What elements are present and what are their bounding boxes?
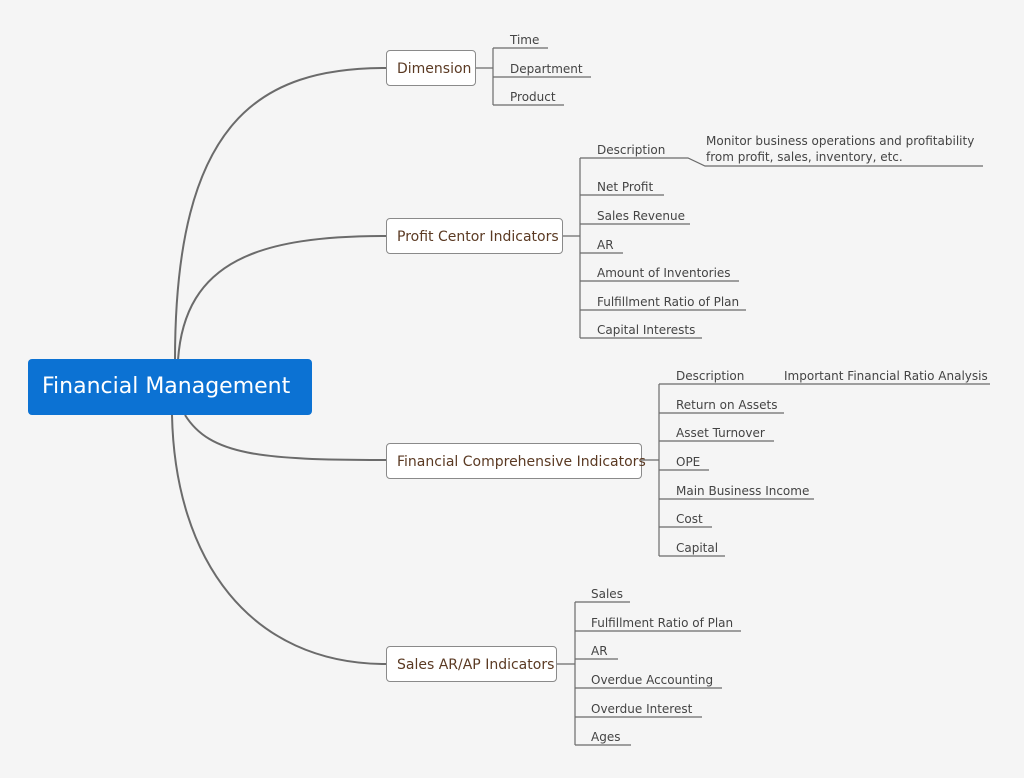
- leaf-cost-label: Cost: [676, 512, 703, 526]
- leaf-profit-ar[interactable]: AR: [597, 237, 614, 253]
- leaf-time-label: Time: [510, 33, 540, 47]
- leaf-sales-revenue[interactable]: Sales Revenue: [597, 208, 685, 224]
- leaf-department-label: Department: [510, 62, 583, 76]
- leaf-sales[interactable]: Sales: [591, 586, 623, 602]
- leaf-net-profit[interactable]: Net Profit: [597, 179, 653, 195]
- leaf-ages[interactable]: Ages: [591, 729, 620, 745]
- leaf-return-on-assets[interactable]: Return on Assets: [676, 397, 777, 413]
- leaf-department[interactable]: Department: [510, 61, 583, 77]
- leaf-profit-description-label: Description: [597, 143, 666, 157]
- root-node[interactable]: Financial Management: [28, 359, 312, 415]
- root-node-label: Financial Management: [42, 374, 291, 399]
- leaf-profit-fulfillment[interactable]: Fulfillment Ratio of Plan: [597, 294, 739, 310]
- leaf-profit-description-text[interactable]: Monitor business operations and profitab…: [706, 133, 981, 165]
- leaf-return-on-assets-label: Return on Assets: [676, 398, 778, 412]
- leaf-financial-description-text[interactable]: Important Financial Ratio Analysis: [784, 368, 988, 384]
- leaf-cost[interactable]: Cost: [676, 511, 703, 527]
- leaf-main-business-income[interactable]: Main Business Income: [676, 483, 809, 499]
- leaf-overdue-accounting-label: Overdue Accounting: [591, 673, 714, 687]
- leaf-sales-fulfillment[interactable]: Fulfillment Ratio of Plan: [591, 615, 733, 631]
- leaf-product-label: Product: [510, 90, 556, 104]
- leaf-overdue-interest[interactable]: Overdue Interest: [591, 701, 692, 717]
- branch-sales-arap[interactable]: Sales AR/AP Indicators: [386, 646, 557, 682]
- connector-root-financial: [184, 414, 387, 461]
- leaf-capital-interests[interactable]: Capital Interests: [597, 322, 695, 338]
- leaf-asset-turnover-label: Asset Turnover: [676, 426, 765, 440]
- connector-profit-stem: [562, 158, 581, 338]
- leaf-amount-inventories[interactable]: Amount of Inventories: [597, 265, 731, 281]
- leaf-financial-description-label: Description: [676, 369, 745, 383]
- leaf-capital[interactable]: Capital: [676, 540, 718, 556]
- leaf-ope[interactable]: OPE: [676, 454, 700, 470]
- branch-profit-center-label: Profit Centor Indicators: [397, 229, 559, 245]
- connector-root-sales: [171, 414, 387, 665]
- branch-dimension-label: Dimension: [397, 61, 472, 77]
- leaf-net-profit-label: Net Profit: [597, 180, 654, 194]
- leaf-profit-ar-label: AR: [597, 238, 614, 252]
- connector-sales-stem: [557, 602, 576, 745]
- connector-dimension-stem: [475, 48, 494, 105]
- leaf-sales-ar-label: AR: [591, 644, 608, 658]
- leaf-time[interactable]: Time: [510, 32, 539, 48]
- leaf-main-business-income-label: Main Business Income: [676, 484, 810, 498]
- leaf-capital-label: Capital: [676, 541, 719, 555]
- leaf-overdue-interest-label: Overdue Interest: [591, 702, 693, 716]
- leaf-sales-label: Sales: [591, 587, 623, 601]
- leaf-profit-description[interactable]: Description: [597, 142, 665, 158]
- leaf-overdue-accounting[interactable]: Overdue Accounting: [591, 672, 713, 688]
- branch-sales-arap-label: Sales AR/AP Indicators: [397, 657, 555, 673]
- leaf-capital-interests-label: Capital Interests: [597, 323, 696, 337]
- leaf-profit-description-text-label: Monitor business operations and profitab…: [706, 134, 975, 164]
- leaf-sales-fulfillment-label: Fulfillment Ratio of Plan: [591, 616, 734, 630]
- leaf-ope-label: OPE: [676, 455, 701, 469]
- leaf-sales-revenue-label: Sales Revenue: [597, 209, 686, 223]
- connector-root-profit: [177, 235, 387, 361]
- branch-financial-comprehensive[interactable]: Financial Comprehensive Indicators: [386, 443, 646, 479]
- leaf-ages-label: Ages: [591, 730, 621, 744]
- leaf-financial-description[interactable]: Description: [676, 368, 744, 384]
- leaf-financial-description-text-label: Important Financial Ratio Analysis: [784, 369, 988, 383]
- connector-profit-desc: [580, 157, 983, 167]
- leaf-asset-turnover[interactable]: Asset Turnover: [676, 425, 765, 441]
- branch-dimension[interactable]: Dimension: [386, 50, 476, 86]
- connector-root-dimension: [174, 67, 387, 361]
- leaf-amount-inventories-label: Amount of Inventories: [597, 266, 731, 280]
- branch-profit-center[interactable]: Profit Centor Indicators: [386, 218, 563, 254]
- leaf-profit-fulfillment-label: Fulfillment Ratio of Plan: [597, 295, 740, 309]
- branch-financial-comprehensive-label: Financial Comprehensive Indicators: [397, 454, 646, 470]
- leaf-sales-ar[interactable]: AR: [591, 643, 608, 659]
- leaf-product[interactable]: Product: [510, 89, 556, 105]
